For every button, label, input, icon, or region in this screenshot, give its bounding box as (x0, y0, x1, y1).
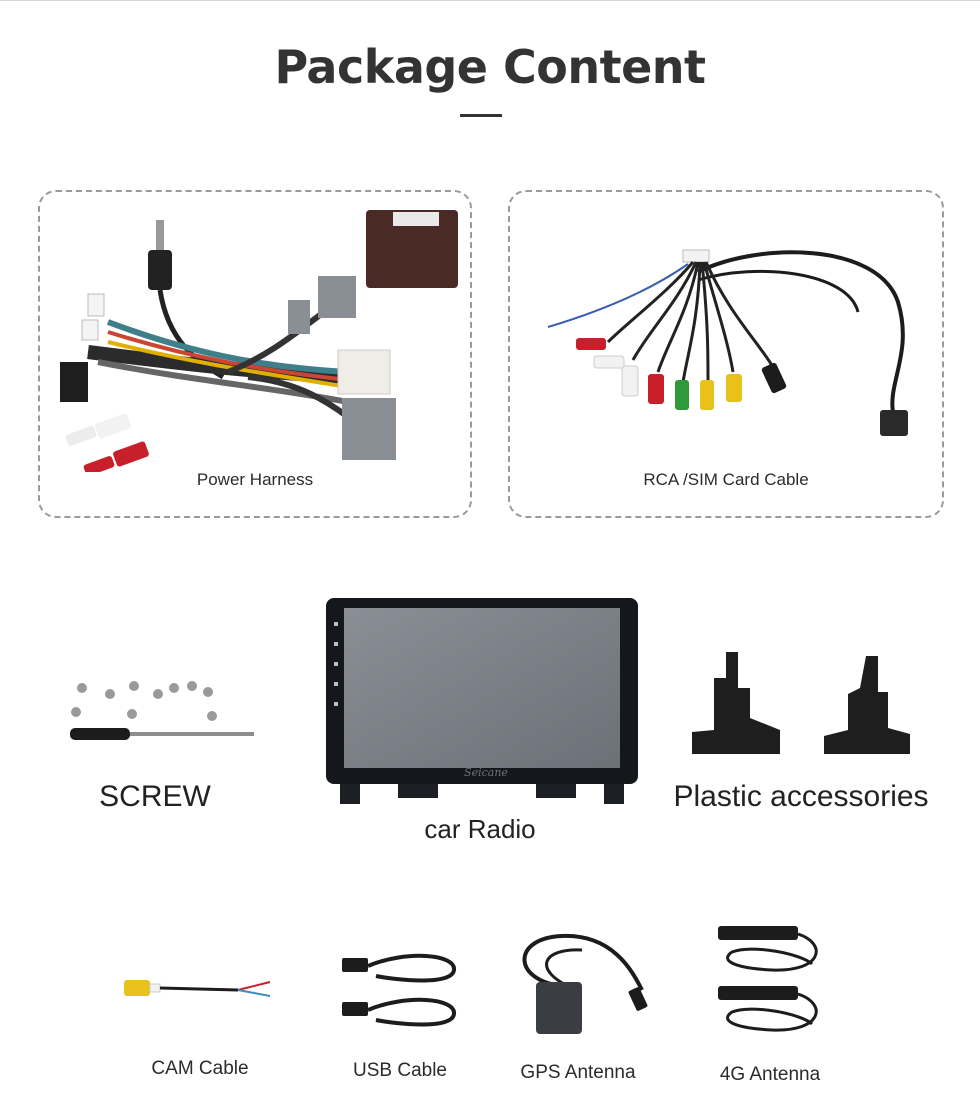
radio-brand-logo: Seicane (464, 766, 508, 779)
usb-cable-label: USB Cable (353, 1060, 447, 1081)
car-radio-image: Seicane (326, 598, 638, 808)
page-title: Package Content (274, 40, 706, 94)
cam-cable-image (124, 980, 271, 997)
power-harness-image (60, 210, 458, 472)
title-underline (460, 114, 502, 117)
screw-label: SCREW (99, 780, 211, 813)
cam-cable-label: CAM Cable (151, 1058, 249, 1079)
rca-sim-card: RCA /SIM Card Cable (508, 190, 944, 518)
usb-cable-image (342, 953, 456, 1027)
top-divider (0, 0, 980, 1)
screw-image (70, 681, 254, 740)
plastic-accessories-image (692, 652, 910, 754)
gps-antenna-label: GPS Antenna (520, 1062, 636, 1083)
power-harness-card: Power Harness (38, 190, 472, 518)
rca-sim-cable-image (547, 249, 908, 436)
4g-antenna-image (718, 926, 818, 1032)
power-harness-label: Power Harness (196, 470, 314, 489)
4g-antenna-label: 4G Antenna (719, 1064, 821, 1085)
plastic-accessories-label: Plastic accessories (673, 780, 929, 813)
rca-sim-label: RCA /SIM Card Cable (643, 470, 809, 489)
gps-antenna-image (522, 933, 648, 1034)
car-radio-label: car Radio (424, 814, 536, 844)
